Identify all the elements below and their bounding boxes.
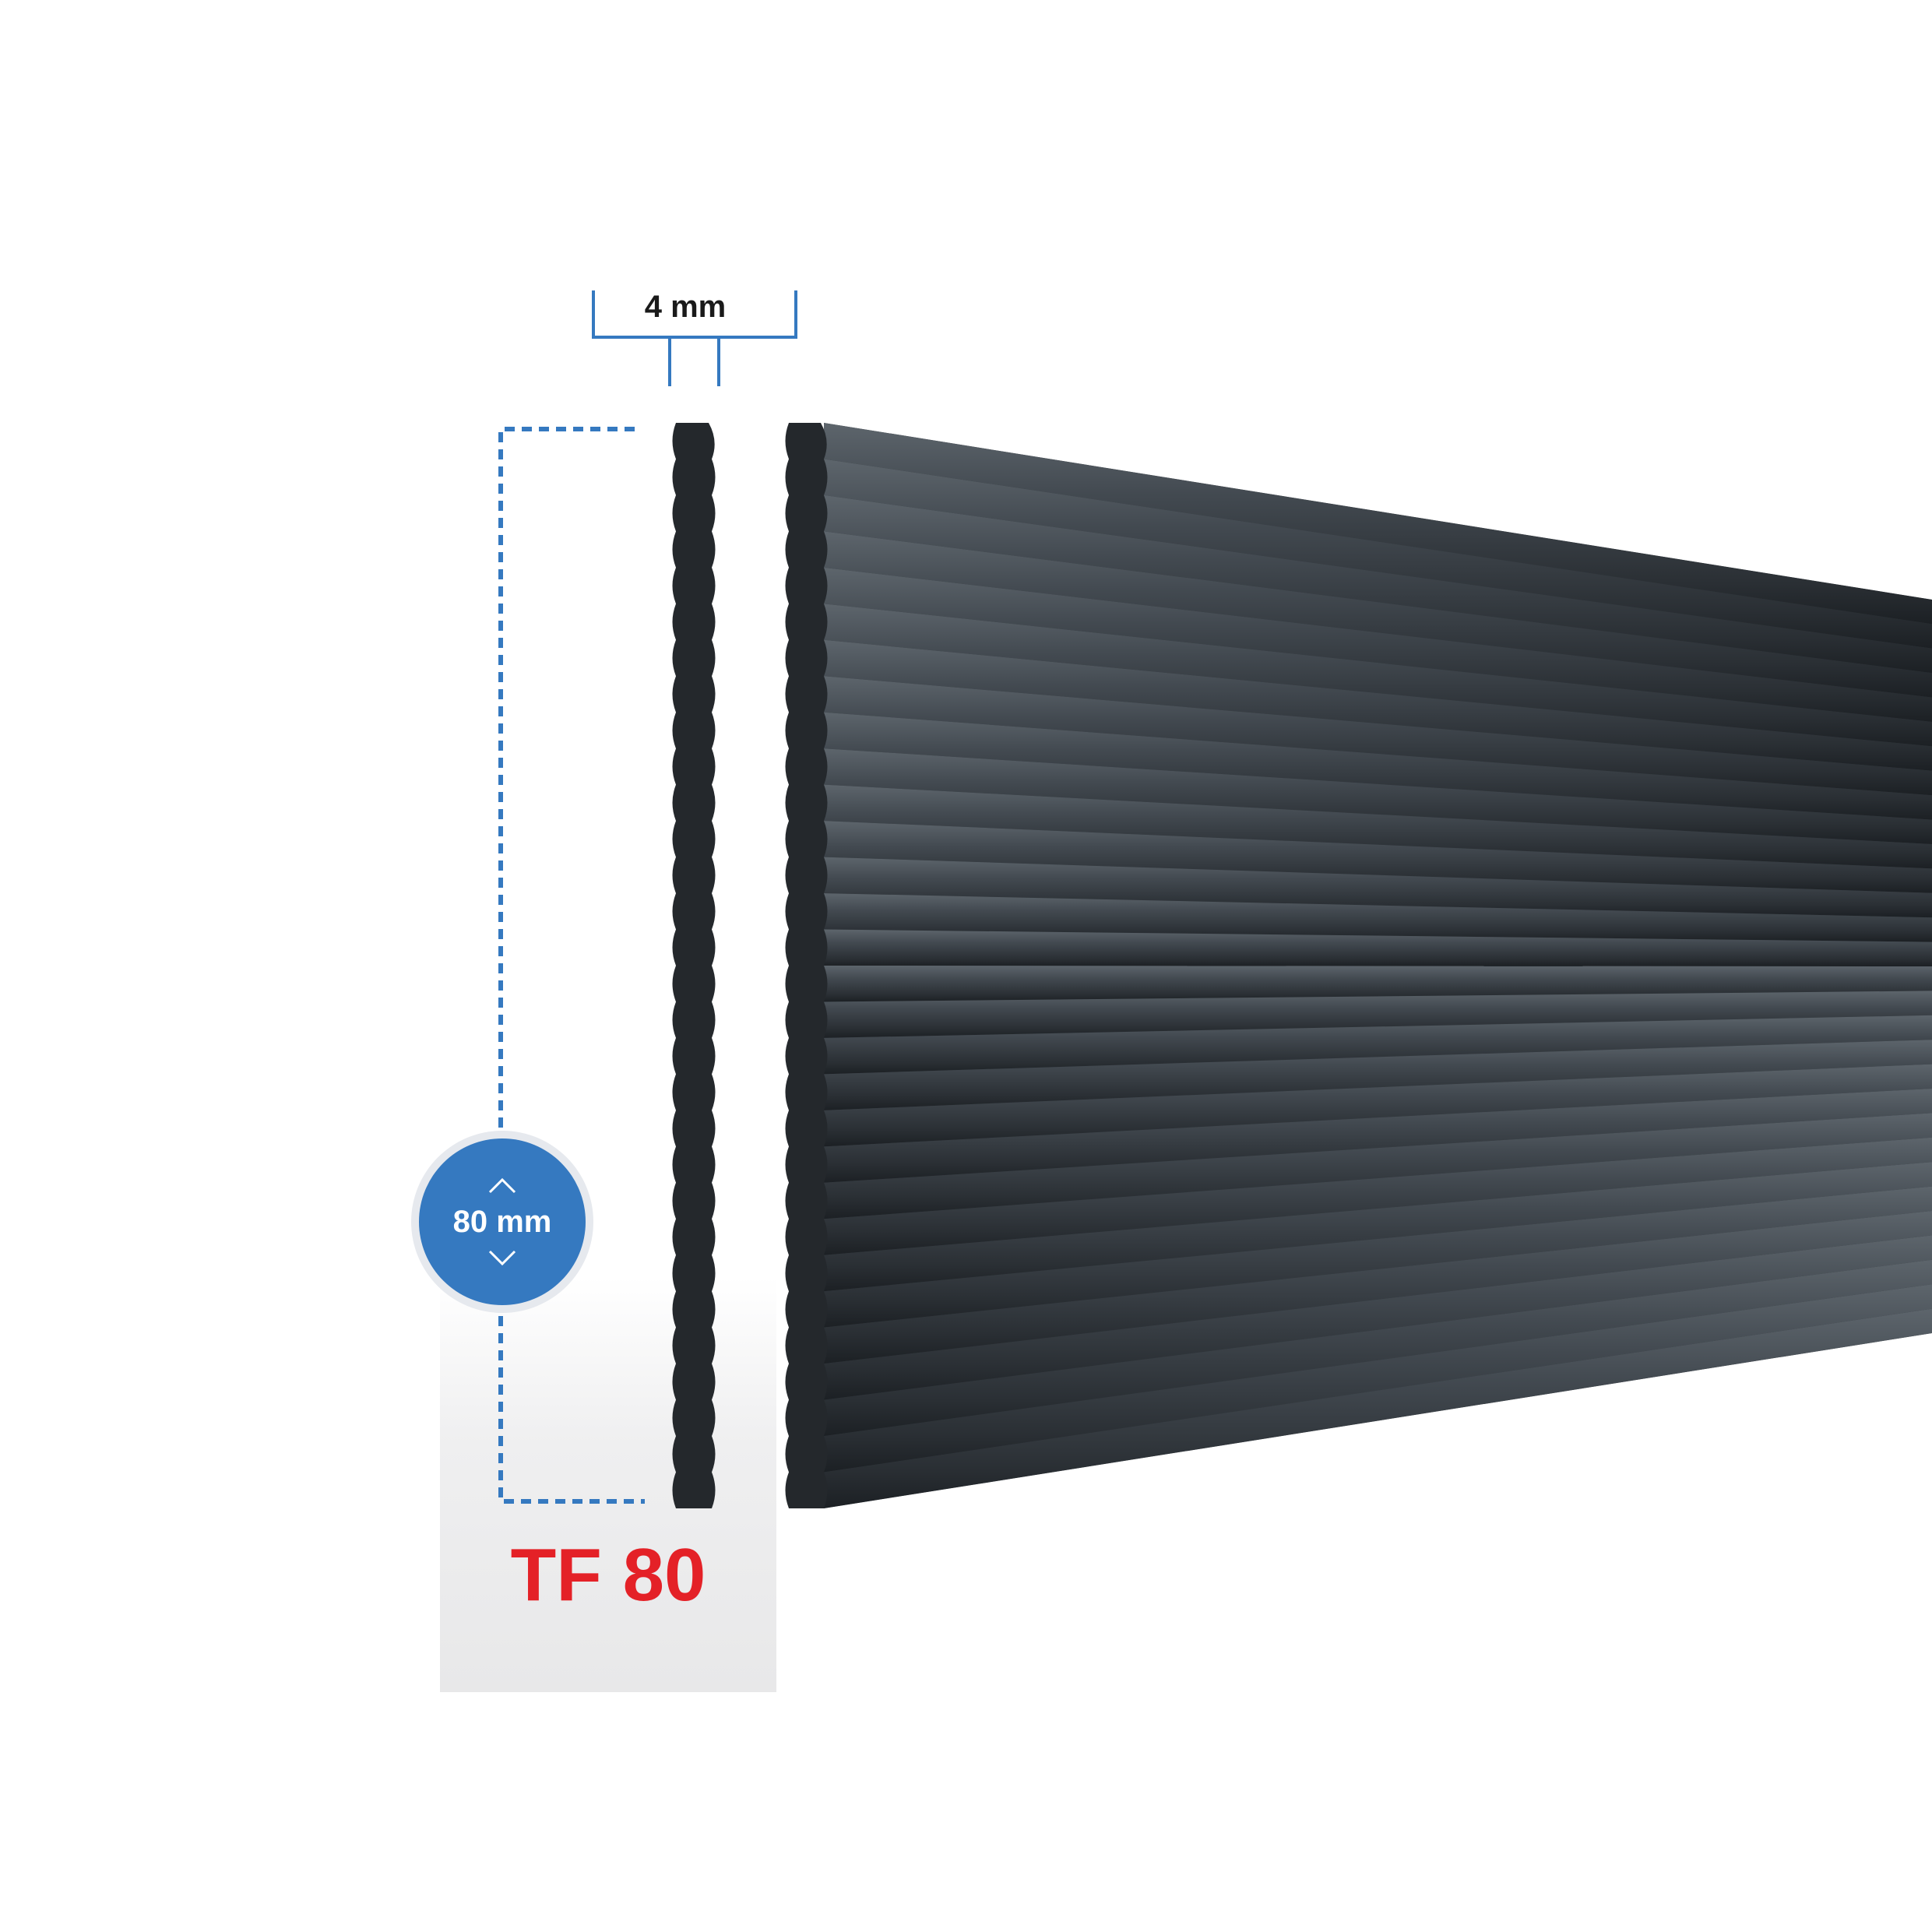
panel-rib [824,459,1932,649]
panel-rib [824,1308,1932,1508]
panel-end-face [785,423,828,1508]
panel-rib [824,1113,1932,1219]
panel-rib [824,821,1932,893]
panel-rib [824,423,1932,625]
panel-rib [824,494,1932,674]
panel-rib [824,1235,1932,1400]
ribbed-panel [824,423,1932,1508]
panel-rib [824,784,1932,869]
height-dimension-badge: 80 mm [411,1131,593,1313]
panel-rib [824,1089,1932,1183]
chevron-down-icon [488,1250,516,1266]
panel-rib [824,1064,1932,1147]
panel-rib [824,966,1932,1002]
profile-cross-section [672,423,716,1508]
label-background-panel [440,1277,776,1692]
width-dimension-bracket [592,290,797,386]
height-dimension-label: 80 mm [452,1205,552,1239]
panel-rib [824,676,1932,796]
product-name: TF 80 [510,1533,706,1617]
panel-rib [824,1137,1932,1255]
panel-rib [824,1186,1932,1328]
panel-rib [824,893,1932,942]
panel-rib [824,712,1932,820]
chevron-up-icon [488,1177,516,1194]
panel-rib [824,748,1932,844]
panel-rib [824,567,1932,722]
height-dimension-bracket [498,427,645,1504]
panel-rib [824,531,1932,698]
panel-rib [824,604,1932,747]
panel-rib [824,1259,1932,1437]
panel-rib [824,1284,1932,1473]
panel-rib [824,857,1932,918]
panel-rib [824,1211,1932,1364]
panel-rib [824,929,1932,966]
width-dimension-label: 4 mm [644,290,727,324]
panel-rib [824,1040,1932,1110]
panel-rib [824,639,1932,771]
panel-rib [824,1162,1932,1292]
panel-rib [824,991,1932,1038]
panel-rib [824,1015,1932,1075]
